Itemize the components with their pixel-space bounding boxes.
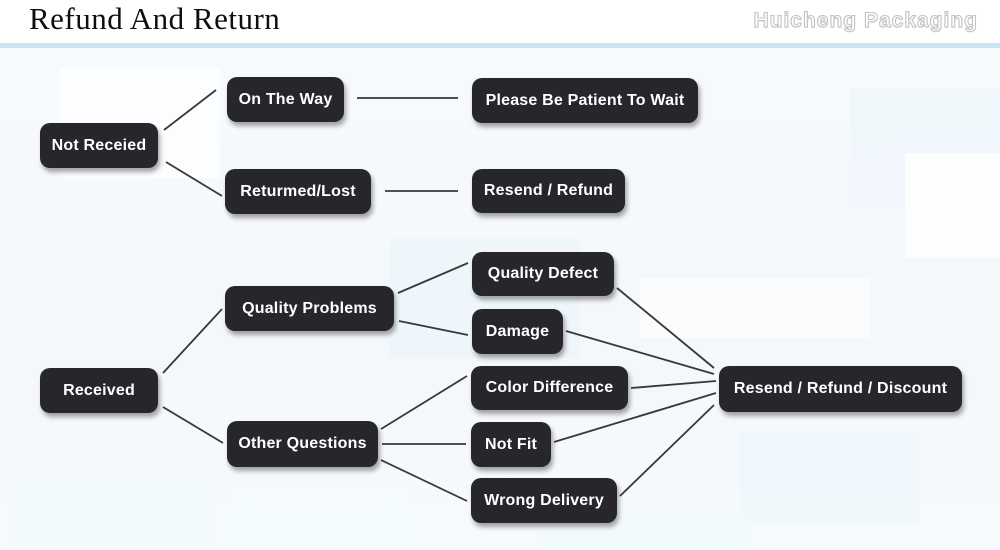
node-not-received: Not Receied bbox=[40, 123, 158, 168]
node-quality-defect: Quality Defect bbox=[472, 252, 614, 296]
node-resend-refund-discount: Resend / Refund / Discount bbox=[719, 366, 962, 412]
edge-not-fit-to-resend-refund-discount bbox=[553, 392, 717, 443]
header-bar: Refund And Return Huicheng Packaging bbox=[0, 0, 1000, 43]
edge-wrong-delivery-to-resend-refund-discount bbox=[619, 404, 715, 497]
node-please-be-patient: Please Be Patient To Wait bbox=[472, 78, 698, 123]
edge-other-questions-to-color-difference bbox=[380, 375, 468, 430]
page-title: Refund And Return bbox=[29, 1, 281, 36]
brand-watermark: Huicheng Packaging bbox=[753, 8, 978, 32]
node-returned-lost: Returmed/Lost bbox=[225, 169, 371, 214]
node-not-fit: Not Fit bbox=[471, 422, 551, 467]
node-wrong-delivery: Wrong Delivery bbox=[471, 478, 617, 523]
header-divider-line bbox=[0, 43, 1000, 48]
node-resend-refund: Resend / Refund bbox=[472, 169, 625, 213]
edge-color-difference-to-resend-refund-discount bbox=[630, 380, 717, 389]
node-quality-problems: Quality Problems bbox=[225, 286, 394, 331]
edge-quality-problems-to-quality-defect bbox=[397, 262, 469, 294]
edge-damage-to-resend-refund-discount bbox=[565, 330, 715, 375]
edge-other-questions-to-wrong-delivery bbox=[380, 459, 468, 502]
node-other-questions: Other Questions bbox=[227, 421, 378, 467]
node-color-difference: Color Difference bbox=[471, 366, 628, 410]
edge-received-to-quality-problems bbox=[162, 308, 223, 374]
node-damage: Damage bbox=[472, 309, 563, 354]
edge-received-to-other-questions bbox=[162, 406, 224, 444]
node-received: Received bbox=[40, 368, 158, 413]
edge-quality-problems-to-damage bbox=[398, 320, 469, 336]
node-on-the-way: On The Way bbox=[227, 77, 344, 122]
